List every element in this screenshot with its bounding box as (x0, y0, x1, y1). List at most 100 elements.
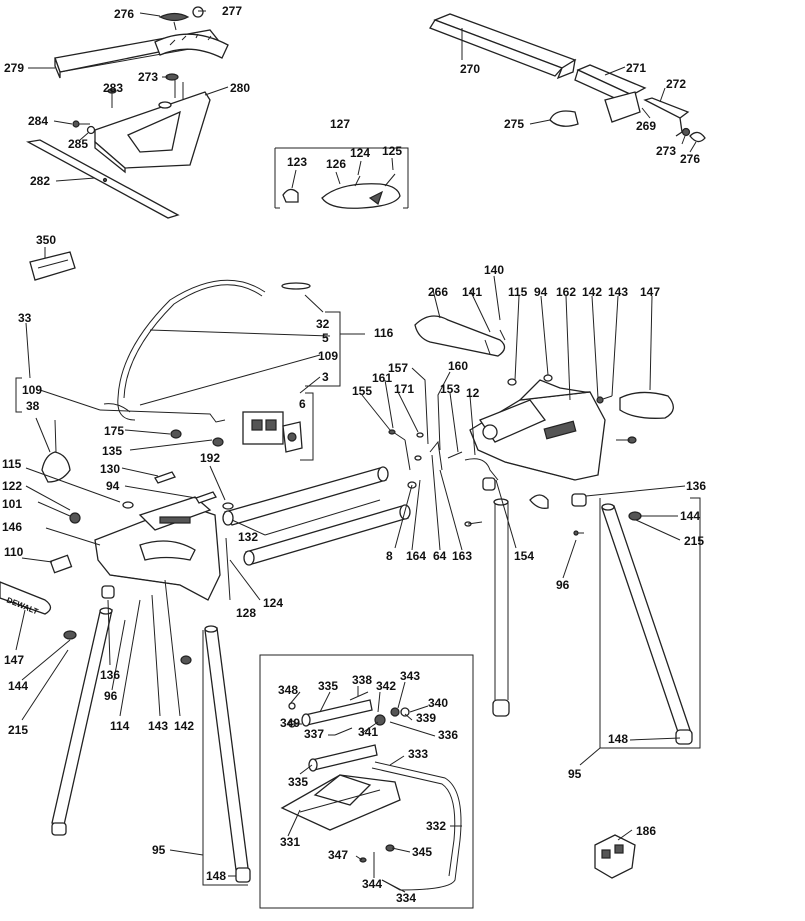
label-96-b: 96 (104, 689, 118, 703)
left-end-bracket-part (94, 496, 221, 601)
label-96-a: 96 (556, 578, 570, 592)
parts-bag-127 (274, 147, 409, 209)
label-157: 157 (388, 361, 408, 375)
label-339: 339 (416, 711, 436, 725)
label-143-b: 143 (148, 719, 168, 733)
mitre-knob-part (158, 6, 204, 31)
label-33: 33 (18, 311, 32, 325)
label-122: 122 (2, 479, 22, 493)
label-95-a: 95 (152, 843, 166, 857)
label-127: 127 (330, 117, 350, 131)
part-186 (594, 834, 636, 879)
rip-fence-rail-part (429, 13, 577, 80)
label-135: 135 (102, 444, 122, 458)
feet-caps-part (63, 477, 642, 665)
label-337: 337 (304, 727, 324, 741)
label-347: 347 (328, 848, 348, 862)
right-end-bracket-part (469, 379, 606, 481)
label-144-b: 144 (680, 509, 700, 523)
right-small-parts (388, 374, 674, 536)
label-101: 101 (2, 497, 22, 511)
label-110: 110 (4, 545, 24, 559)
label-280: 280 (230, 81, 250, 95)
label-276-a: 276 (114, 7, 134, 21)
label-124-a: 124 (350, 146, 370, 160)
plug-part (41, 419, 71, 483)
label-285: 285 (68, 137, 88, 151)
label-269: 269 (636, 119, 656, 133)
label-38: 38 (26, 399, 40, 413)
label-109-b: 109 (318, 349, 338, 363)
label-275: 275 (504, 117, 524, 131)
label-148-b: 148 (608, 732, 628, 746)
label-125: 125 (382, 144, 402, 158)
label-8: 8 (386, 549, 393, 563)
label-277: 277 (222, 4, 242, 18)
label-336: 336 (438, 728, 458, 742)
label-124-b: 124 (263, 596, 283, 610)
fence-lever-part (549, 110, 579, 127)
label-115-b: 115 (508, 285, 528, 299)
label-142-b: 142 (174, 719, 194, 733)
label-273-b: 273 (656, 144, 676, 158)
label-171: 171 (394, 382, 414, 396)
inset-subassembly (259, 654, 474, 909)
label-192: 192 (200, 451, 220, 465)
label-340: 340 (428, 696, 448, 710)
label-341: 341 (358, 725, 378, 739)
label-349: 349 (280, 716, 300, 730)
cross-tubes-part (222, 466, 411, 566)
dewalt-plate-part: DEWALT (0, 581, 52, 616)
label-164: 164 (406, 549, 426, 563)
label-130: 130 (100, 462, 120, 476)
label-272: 272 (666, 77, 686, 91)
label-32: 32 (316, 317, 330, 331)
mitre-base-part (94, 73, 211, 174)
label-186: 186 (636, 824, 656, 838)
label-123: 123 (287, 155, 307, 169)
label-115-a: 115 (2, 457, 22, 471)
label-342: 342 (376, 679, 396, 693)
label-345: 345 (412, 845, 432, 859)
switch-box-part (242, 411, 303, 453)
label-154: 154 (514, 549, 534, 563)
label-147-a: 147 (4, 653, 24, 667)
label-141: 141 (462, 285, 482, 299)
part-number-labels: 276 277 279 273 280 283 284 285 282 270 … (2, 4, 706, 905)
label-279: 279 (4, 61, 24, 75)
label-148-a: 148 (206, 869, 226, 883)
label-334: 334 (396, 891, 416, 905)
label-270: 270 (460, 62, 480, 76)
label-161: 161 (372, 371, 392, 385)
label-348: 348 (278, 683, 298, 697)
label-343: 343 (400, 669, 420, 683)
label-155: 155 (352, 384, 372, 398)
mitre-protractor-part (154, 33, 229, 59)
power-cord-part (99, 279, 311, 423)
label-160: 160 (448, 359, 468, 373)
bracket-350-part (29, 251, 76, 281)
label-109-a: 109 (22, 383, 42, 397)
legs-part (51, 498, 693, 883)
label-332: 332 (426, 819, 446, 833)
label-162: 162 (556, 285, 576, 299)
label-12: 12 (466, 386, 480, 400)
label-146: 146 (2, 520, 22, 534)
label-335-b: 335 (288, 775, 308, 789)
label-95-b: 95 (568, 767, 582, 781)
label-273-a: 273 (138, 70, 158, 84)
label-140: 140 (484, 263, 504, 277)
label-215-a: 215 (8, 723, 28, 737)
label-266: 266 (428, 285, 448, 299)
label-6: 6 (299, 397, 306, 411)
label-3: 3 (322, 370, 329, 384)
label-143-a: 143 (608, 285, 628, 299)
label-144-a: 144 (8, 679, 28, 693)
lock-lever-part (414, 315, 506, 357)
grouping-brackets (15, 311, 701, 886)
leader-lines (15, 10, 697, 893)
label-350: 350 (36, 233, 56, 247)
label-147-b: 147 (640, 285, 660, 299)
label-128: 128 (236, 606, 256, 620)
label-126: 126 (326, 157, 346, 171)
